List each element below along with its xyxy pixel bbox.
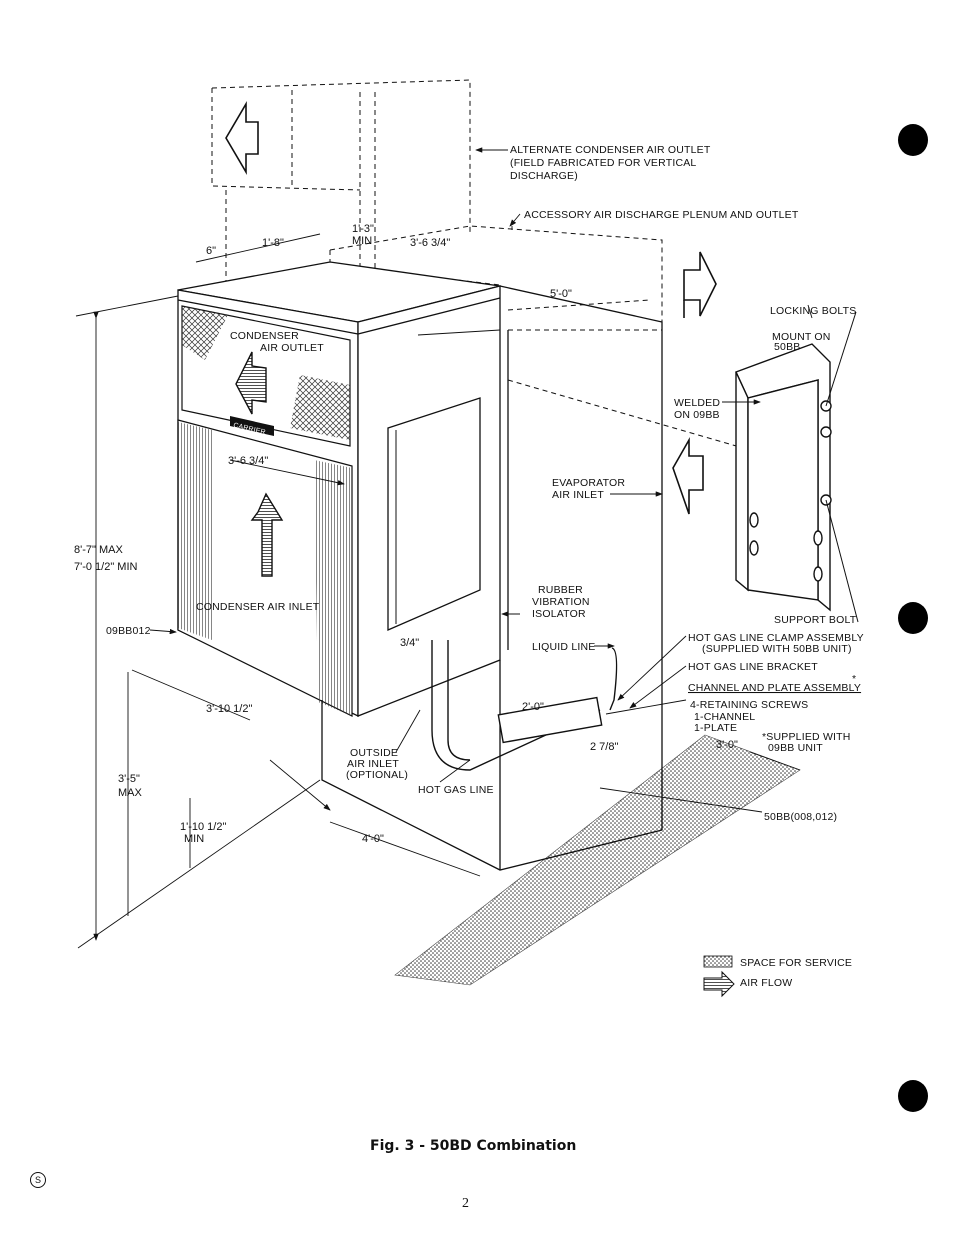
dim-min: MIN <box>352 235 372 247</box>
airflow-right-arrow <box>683 251 717 317</box>
page-number: 2 <box>462 1196 469 1211</box>
label-locking-bolts: LOCKING BOLTS <box>770 305 856 317</box>
dim-5-0: 5'-0" <box>550 288 572 300</box>
service-space <box>394 734 801 986</box>
bracket-detail <box>735 343 832 612</box>
label-welded: ON 09BB <box>674 409 720 421</box>
label-asterisk: * <box>852 673 856 685</box>
label-condenser-outlet: CONDENSER <box>230 330 299 342</box>
dim-2-0: 2'-0" <box>522 701 544 713</box>
label-mount-on: MOUNT ON <box>772 331 831 343</box>
dim-max: MAX <box>118 787 143 799</box>
label-rubber: ISOLATOR <box>532 608 586 620</box>
label-09bb: 09BB012 <box>106 625 151 637</box>
evaporator-unit <box>321 285 663 871</box>
label-outside-air: (OPTIONAL) <box>346 769 408 781</box>
refrigerant-lines <box>431 640 618 771</box>
legend-service-label: SPACE FOR SERVICE <box>740 957 852 969</box>
dim-1-8: 1'-8" <box>262 237 284 249</box>
dim-3-6-top: 3'-6 3/4" <box>410 237 450 249</box>
legend-airflow-label: AIR FLOW <box>740 977 792 989</box>
dim-6in: 6" <box>206 245 216 257</box>
dim-2-7-8: 2 7/8" <box>590 741 618 753</box>
callout-labels: ALTERNATE CONDENSER AIR OUTLET (FIELD FA… <box>106 144 864 823</box>
label-alt-outlet: (FIELD FABRICATED FOR VERTICAL <box>510 157 696 169</box>
legend-service-swatch <box>703 955 733 968</box>
dim-3-4: 3/4" <box>400 637 419 649</box>
label-channel-plate: CHANNEL AND PLATE ASSEMBLY <box>688 682 861 694</box>
label-retaining: 4-RETAINING SCREWS <box>690 699 808 711</box>
label-outside-air: OUTSIDE <box>350 747 398 759</box>
label-supplied: *SUPPLIED WITH <box>762 731 851 743</box>
dim-8-7: 8'-7" MAX <box>74 544 123 556</box>
label-hot-gas-clamp: (SUPPLIED WITH 50BB UNIT) <box>702 643 852 655</box>
label-hot-gas-line: HOT GAS LINE <box>418 784 494 796</box>
dim-3-0: 3'-0" <box>716 739 738 751</box>
binder-hole-bottom <box>898 1080 928 1112</box>
access-panel <box>387 397 481 631</box>
label-hot-gas-clamp: HOT GAS LINE CLAMP ASSEMBLY <box>688 632 864 644</box>
dimension-labels: 6" 1'-8" 1'-3" MIN 3'-6 3/4" 5'-0" 3'-6 … <box>74 223 738 845</box>
corner-mark: S <box>30 1172 46 1188</box>
label-evaporator: AIR INLET <box>552 489 604 501</box>
legend: SPACE FOR SERVICE AIR FLOW <box>703 955 852 998</box>
legend-airflow-arrow <box>703 970 735 998</box>
leader-lines <box>149 147 813 783</box>
dim-3-10: 3'-10 1/2" <box>206 703 252 715</box>
label-condenser-inlet: CONDENSER AIR INLET <box>196 601 320 613</box>
label-rubber: VIBRATION <box>532 596 590 608</box>
label-outside-air: AIR INLET <box>347 758 399 770</box>
label-hot-gas-bracket: HOT GAS LINE BRACKET <box>688 661 818 673</box>
label-50bb: 50BB(008,012) <box>764 811 837 823</box>
dim-4-0: 4'-0" <box>362 833 384 845</box>
dim-min2: MIN <box>184 833 204 845</box>
dim-3-6-front: 3'-6 3/4" <box>228 455 268 467</box>
dimension-lines <box>75 226 801 949</box>
label-support-bolt: SUPPORT BOLT <box>774 614 857 626</box>
label-evaporator: EVAPORATOR <box>552 477 625 489</box>
dim-7-0: 7'-0 1/2" MIN <box>74 561 138 573</box>
label-supplied: 09BB UNIT <box>768 742 823 754</box>
label-alt-outlet: DISCHARGE) <box>510 170 578 182</box>
label-mount-on: 50BB <box>774 341 801 353</box>
label-liquid-line: LIQUID LINE <box>532 641 595 653</box>
label-alt-outlet: ALTERNATE CONDENSER AIR OUTLET <box>510 144 711 156</box>
airflow-left-arrow <box>225 101 259 175</box>
binder-hole-top <box>898 124 928 156</box>
label-channel: 1-CHANNEL <box>694 711 755 723</box>
label-condenser-outlet: AIR OUTLET <box>260 342 324 354</box>
dim-1-10: 1'-10 1/2" <box>180 821 226 833</box>
label-rubber: RUBBER <box>538 584 583 596</box>
dim-3-5: 3'-5" <box>118 773 140 785</box>
dim-1-3: 1'-3" <box>352 223 374 235</box>
label-plenum: ACCESSORY AIR DISCHARGE PLENUM AND OUTLE… <box>524 209 799 221</box>
binder-hole-mid <box>898 602 928 634</box>
figure-caption: Fig. 3 - 50BD Combination <box>370 1138 577 1154</box>
label-plate: 1-PLATE <box>694 722 737 734</box>
label-welded: WELDED <box>674 397 720 409</box>
